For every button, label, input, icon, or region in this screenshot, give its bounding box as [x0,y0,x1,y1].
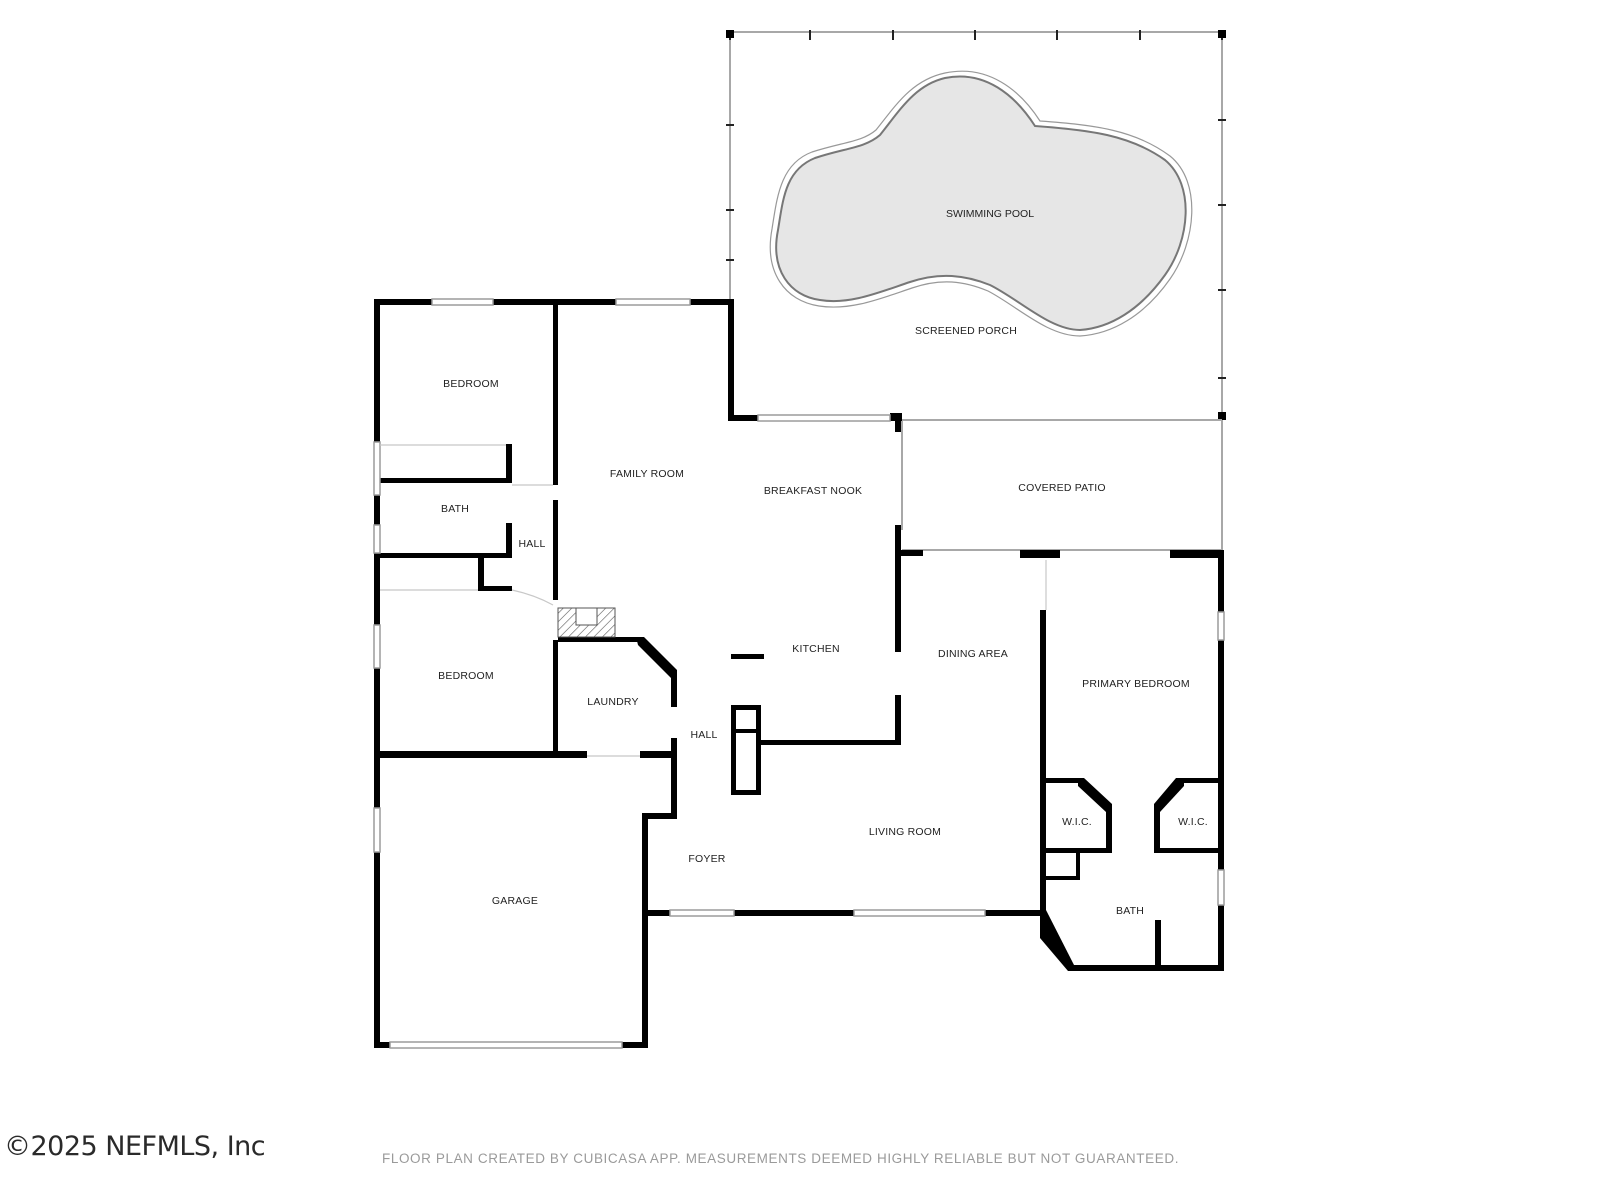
label-bedroom-1: BEDROOM [443,378,499,390]
label-family-room: FAMILY ROOM [610,468,684,480]
label-living-room: LIVING ROOM [869,826,941,838]
covered-patio-outline [901,419,1223,551]
room-labels: SWIMMING POOL SCREENED PORCH BEDROOM BAT… [438,208,1208,917]
porch-screen-mullions [726,30,1226,379]
label-bath-2: BATH [1116,905,1144,917]
label-bath-1: BATH [441,503,469,515]
label-covered-patio: COVERED PATIO [1018,482,1105,494]
label-hall-1: HALL [518,538,545,550]
label-primary-bedroom: PRIMARY BEDROOM [1082,678,1190,690]
label-dining-area: DINING AREA [938,648,1008,660]
swimming-pool-coping [769,70,1193,337]
porch-corner-posts [726,30,1226,420]
door-openings [380,444,1047,757]
label-kitchen: KITCHEN [792,643,840,655]
swimming-pool-shape [775,75,1187,332]
disclaimer-text: FLOOR PLAN CREATED BY CUBICASA APP. MEAS… [382,1151,1180,1166]
walls [374,299,1224,1048]
label-wic-1: W.I.C. [1062,816,1092,828]
label-laundry: LAUNDRY [587,696,638,708]
label-foyer: FOYER [688,853,725,865]
label-wic-2: W.I.C. [1178,816,1208,828]
label-screened-porch: SCREENED PORCH [915,325,1017,337]
label-garage: GARAGE [492,895,538,907]
label-bedroom-2: BEDROOM [438,670,494,682]
windows [373,298,1225,1049]
label-breakfast-nook: BREAKFAST NOOK [764,485,862,497]
label-hall-2: HALL [690,729,717,741]
fireplace-firebox [575,607,598,626]
copyright-watermark: ©2025 NEFMLS, Inc [4,1131,266,1162]
label-swimming-pool: SWIMMING POOL [946,208,1034,220]
